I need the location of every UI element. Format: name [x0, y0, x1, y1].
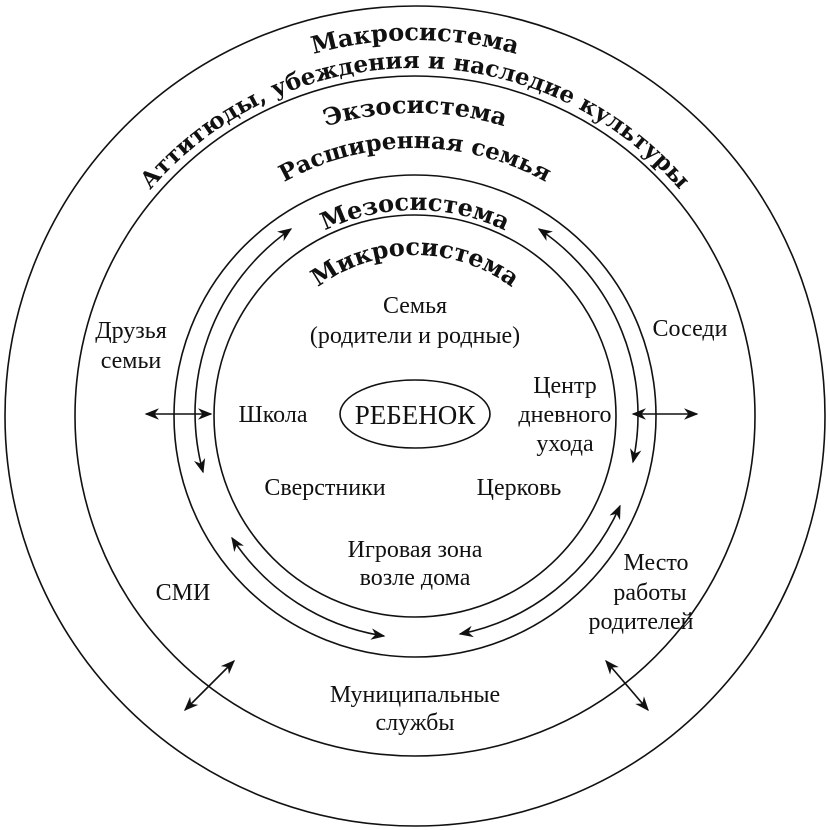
parents-work-label-2: работы — [613, 580, 686, 606]
macrosystem-subtitle: Аттитюды, убеждения и наследие культуры — [134, 47, 695, 194]
meso-arrow-right — [537, 228, 642, 464]
family-friends-label-2: семьи — [101, 348, 162, 374]
daycare-label-2: дневного — [518, 402, 611, 428]
school-label: Школа — [239, 402, 308, 428]
daycare-label-3: ухода — [536, 431, 594, 457]
parents-work-label-3: родителей — [589, 609, 694, 635]
exosystem-title: Экзосистема — [320, 90, 511, 132]
family-sub-label: (родители и родные) — [310, 323, 520, 349]
municipal-services-label-1: Муниципальные — [330, 682, 500, 708]
parents-work-label-1: Место — [623, 550, 688, 576]
child-ellipse — [339, 379, 491, 449]
meso-arrow-left — [194, 228, 293, 474]
meso-arrow-bottom-right — [458, 504, 621, 638]
exo-arrow-bottom-right — [605, 659, 649, 712]
meso-arrow-bottom-left — [231, 536, 386, 640]
church-label: Церковь — [477, 475, 562, 501]
media-label: СМИ — [156, 580, 211, 606]
macrosystem-circle — [4, 5, 826, 827]
exosystem-circle — [74, 75, 756, 757]
neighbors-label: Соседи — [653, 316, 728, 342]
family-friends-label-1: Друзья — [95, 318, 167, 344]
child-label: РЕБЕНОК — [355, 400, 477, 430]
municipal-services-label-2: службы — [376, 710, 455, 736]
microsystem-title: Микросистема — [305, 232, 525, 292]
play-area-label-2: возле дома — [360, 565, 471, 591]
peers-label: Сверстники — [264, 475, 385, 501]
exo-arrow-bottom-left — [183, 659, 236, 712]
family-label: Семья — [383, 293, 447, 319]
exosystem-subtitle: Расширенная семья — [274, 127, 555, 188]
mesosystem-title: Мезосистема — [316, 187, 515, 236]
play-area-label-1: Игровая зона — [348, 537, 483, 563]
daycare-label-1: Центр — [533, 373, 597, 399]
